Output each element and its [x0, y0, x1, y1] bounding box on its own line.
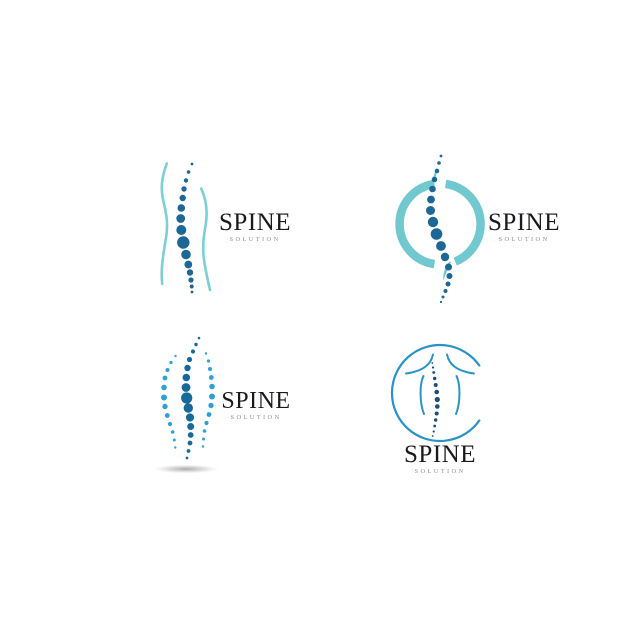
ring-arc-left: [395, 179, 436, 269]
logo-name: SPINE: [488, 209, 560, 236]
flow-logo-wordmark: SPINE SOLUTION: [219, 210, 291, 244]
waist-line-left: [419, 375, 425, 415]
dotted-curve-right-icon: [201, 352, 215, 448]
flow-curve-left: [160, 162, 169, 286]
spine-dots-icon: [426, 154, 453, 304]
dotted-curve-left-icon: [161, 354, 177, 449]
logo-name: SPINE: [404, 441, 476, 468]
body-logo-icon: [390, 343, 481, 443]
flow-curve-right: [199, 187, 212, 292]
dotted-logo-wordmark: SPINE SOLUTION: [220, 389, 292, 422]
logo-name: SPINE: [219, 209, 291, 236]
spine-dots-icon: [176, 162, 194, 294]
shoulder-line-right: [446, 353, 475, 375]
shoulder-line-left: [405, 353, 434, 375]
logo-tagline: SOLUTION: [414, 468, 466, 475]
ring-arc-right: [444, 179, 485, 266]
open-circle-icon: [390, 343, 481, 443]
logo-tagline: SOLUTION: [229, 236, 281, 243]
logo-tagline: SOLUTION: [498, 236, 550, 243]
ring-logo-wordmark: SPINE SOLUTION: [486, 210, 562, 244]
spine-dots-icon: [431, 362, 440, 437]
spine-dots-center-icon: [181, 336, 201, 460]
dotted-logo-icon: [153, 336, 219, 474]
logo-tagline: SOLUTION: [230, 414, 282, 421]
logo-name: SPINE: [221, 388, 291, 414]
ring-logo-icon: [395, 154, 485, 304]
flow-logo-icon: [160, 162, 212, 294]
ground-shadow: [153, 464, 219, 474]
waist-line-right: [455, 375, 461, 415]
body-logo-wordmark: SPINE SOLUTION: [404, 442, 476, 476]
